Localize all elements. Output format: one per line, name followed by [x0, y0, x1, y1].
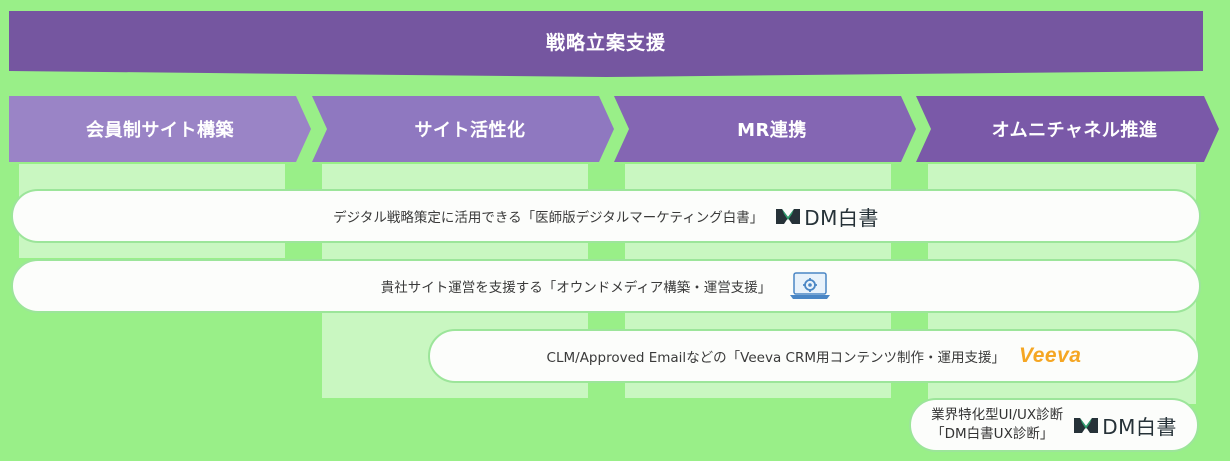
service-text: CLM/Approved Emailなどの「Veeva CRM用コンテンツ制作・… — [546, 350, 1005, 366]
stage-label-4: オムニチャネル推進 — [991, 120, 1158, 141]
banner-shape — [9, 11, 1203, 77]
dm-logo-mark — [1074, 418, 1099, 433]
dm-logo-text: DM白書 — [804, 205, 879, 230]
service-text: 貴社サイト運営を支援する「オウンドメディア構築・運営支援」 — [380, 280, 772, 296]
service-text-line2: 「DM白書UX診断」 — [931, 426, 1054, 442]
stage-label-2: サイト活性化 — [414, 120, 526, 141]
laptop-gear-icon — [789, 271, 831, 301]
service-pill-veeva[interactable]: CLM/Approved Emailなどの「Veeva CRM用コンテンツ制作・… — [428, 329, 1200, 383]
veeva-logo: Veeva — [1019, 344, 1082, 367]
stage-chevron-3: MR連携 — [614, 96, 916, 162]
strategy-banner: 戦略立案支援 — [9, 11, 1203, 77]
dm-logo-mark — [776, 209, 801, 224]
service-pill-dm-white-paper[interactable]: デジタル戦略策定に活用できる「医師版デジタルマーケティング白書」 DM白書 — [11, 189, 1201, 243]
service-pill-owned-media[interactable]: 貴社サイト運営を支援する「オウンドメディア構築・運営支援」 — [11, 259, 1201, 313]
stage-label-1: 会員制サイト構築 — [86, 120, 234, 141]
stage-label-3: MR連携 — [737, 120, 807, 141]
service-text-line1: 業界特化型UI/UX診断 — [931, 407, 1064, 423]
dm-white-paper-logo: DM白書 — [775, 202, 879, 231]
stage-chevron-4: オムニチャネル推進 — [916, 96, 1219, 162]
stage-chevron-2: サイト活性化 — [312, 96, 614, 162]
service-text: デジタル戦略策定に活用できる「医師版デジタルマーケティング白書」 — [333, 210, 764, 226]
service-pill-ux-diagnosis[interactable]: 業界特化型UI/UX診断 「DM白書UX診断」 DM白書 — [909, 398, 1199, 452]
dm-white-paper-logo: DM白書 — [1073, 411, 1177, 440]
dm-logo-text: DM白書 — [1102, 414, 1177, 439]
stage-chevron-1: 会員制サイト構築 — [9, 96, 311, 162]
banner-title: 戦略立案支援 — [545, 31, 666, 54]
